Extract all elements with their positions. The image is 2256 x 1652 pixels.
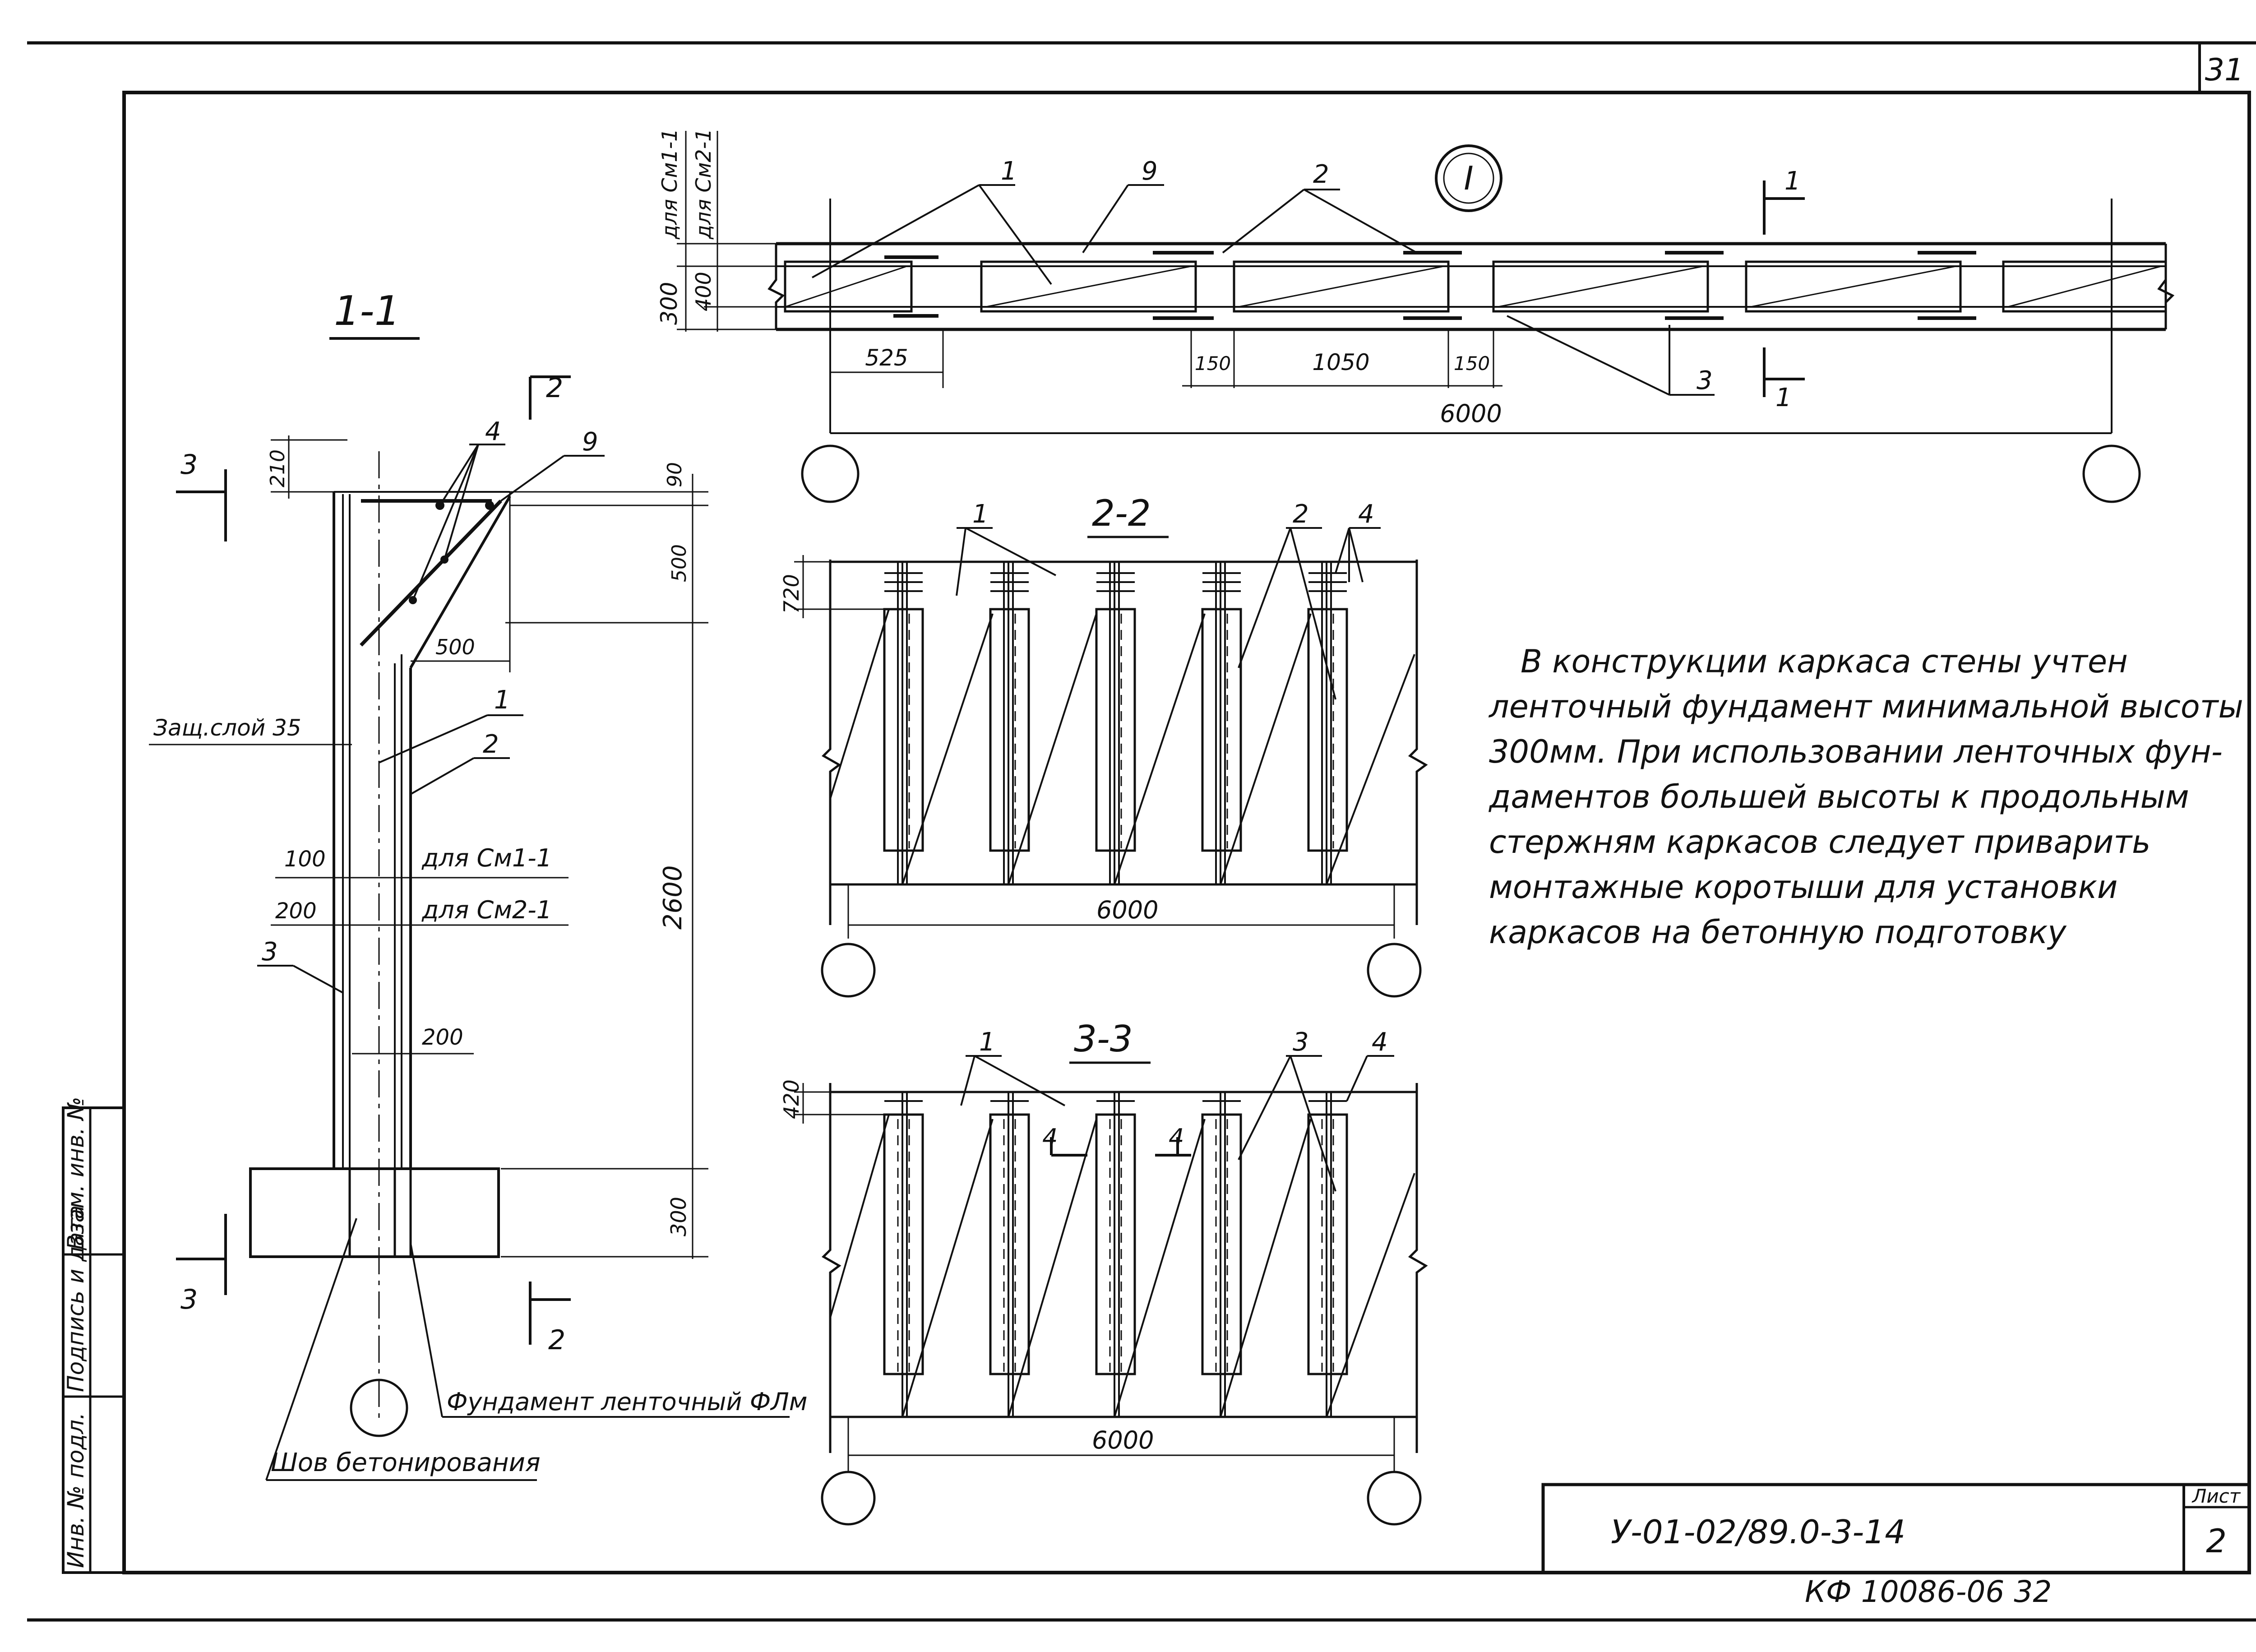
section-1-1-title: 1-1 [334,287,400,335]
frame-plan-view: 525 150 1050 150 6000 300 400 для См1-1 … [656,129,2175,503]
title-block: Лист 2 У-01-02/89.0-3-14 КФ 10086-06 32 [1541,1483,2251,1609]
label-for-sm1: для См1-1 [421,844,552,872]
section-2-2-title: 2-2 [1092,492,1151,534]
dim-200-a: 200 [275,898,317,924]
axis-bubble-section-1-1 [350,1379,408,1437]
s33-dim-420: 420 [779,1079,804,1119]
side-inv-podl: Инв. № подл. [63,1412,89,1568]
plan-label-sm1: для См1-1 [657,129,682,240]
document-code: У-01-02/89.0-3-14 [1611,1513,1905,1551]
s33-pos-3: 3 [1293,1027,1309,1057]
plan-dim-6000: 6000 [1440,399,1502,428]
sheet-frame: 31 [27,41,2256,1622]
dim-200-b: 200 [422,1025,463,1050]
plan-pos-1: 1 [1001,157,1017,186]
side-podpis-data: Подпись и дата [63,1205,89,1392]
dim-2600: 2600 [658,865,688,930]
s22-dim-720: 720 [779,574,804,614]
dim-100: 100 [284,847,326,872]
axis-bubble-s33-right [1367,1471,1422,1526]
cut-2-bottom: 2 [548,1324,565,1356]
node-mark-label: I [1464,159,1473,197]
label-for-sm2: для См2-1 [421,896,552,924]
plan-dim-150-left: 150 [1195,352,1231,375]
list-label: Лист [2191,1485,2241,1507]
s33-pos-1: 1 [979,1027,995,1057]
s22-pos-4: 4 [1358,500,1374,529]
s22-dim-6000: 6000 [1096,896,1158,924]
cut-3-top: 3 [180,449,198,481]
pos-3: 3 [262,937,278,967]
plan-dim-1050: 1050 [1312,349,1369,375]
note-line-4: даментов большей высоты к продольным [1489,778,2189,815]
node-mark-circle [1435,144,1502,212]
dim-210: 210 [266,449,289,487]
s33-cut-4a: 4 [1042,1124,1058,1152]
joint-label: Шов бетонирования [271,1448,541,1477]
cut-3-bottom: 3 [180,1284,198,1315]
list-number: 2 [2206,1522,2227,1560]
archive-code: КФ 10086-06 32 [1805,1574,2052,1609]
note-line-7: каркасов на бетонную подготовку [1489,914,2067,951]
plan-pos-2: 2 [1313,160,1329,189]
plan-cut-1-bottom: 1 [1775,383,1792,412]
note-line-5: стержням каркасов следует приварить [1489,824,2150,861]
note-line-1: В конструкции каркаса стены учтен [1521,643,2128,680]
section-3-3-title: 3-3 [1074,1018,1133,1060]
plan-label-sm2: для См2-1 [691,129,716,240]
pos-1: 1 [494,685,510,715]
cover-label: Защ.слой 35 [153,715,301,741]
section-3-3: 3-3 [779,1018,1428,1526]
plan-dim-150-right: 150 [1454,352,1490,375]
s33-pos-4: 4 [1372,1027,1388,1057]
dim-90: 90 [663,462,686,487]
plan-dim-525: 525 [865,345,908,371]
foundation-label: Фундамент ленточный ФЛм [447,1388,808,1416]
axis-bubble-plan-right [2082,444,2141,503]
plan-dim-400: 400 [691,272,716,311]
corner-number: 31 [2205,52,2244,88]
side-stamp: Взам. инв. № Подпись и дата Инв. № подл. [62,1097,125,1574]
s33-cut-4b: 4 [1169,1124,1184,1152]
s33-dim-6000: 6000 [1092,1426,1154,1454]
s22-pos-2: 2 [1293,500,1309,529]
dim-500-horizontal: 500 [435,635,475,659]
pos-4: 4 [485,417,501,446]
section-2-2: 2-2 [779,492,1428,998]
cut-2-top: 2 [546,372,563,404]
s22-pos-1: 1 [972,500,989,529]
axis-bubble-s33-left [821,1471,876,1526]
section-1-1: 1-1 [149,287,808,1481]
plan-pos-9: 9 [1142,157,1158,186]
dim-500-vertical: 500 [668,544,691,582]
pos-2: 2 [483,730,499,759]
note-line-2: ленточный фундамент минимальной высоты [1488,688,2243,725]
dim-300: 300 [666,1197,691,1236]
axis-bubble-s22-right [1367,943,1422,998]
plan-cut-1-top: 1 [1784,167,1801,196]
side-vzam-inv: Взам. инв. № [63,1097,89,1250]
plan-dim-300: 300 [656,282,682,325]
plan-pos-3: 3 [1697,366,1713,395]
axis-bubble-s22-left [821,943,876,998]
pos-9: 9 [582,427,598,457]
axis-bubble-plan-left [801,444,860,503]
note-line-6: монтажные коротыши для установки [1489,869,2117,906]
note-line-3: 300мм. При использовании ленточных фун- [1489,733,2223,770]
general-note: В конструкции каркаса стены учтен ленточ… [1488,643,2243,951]
